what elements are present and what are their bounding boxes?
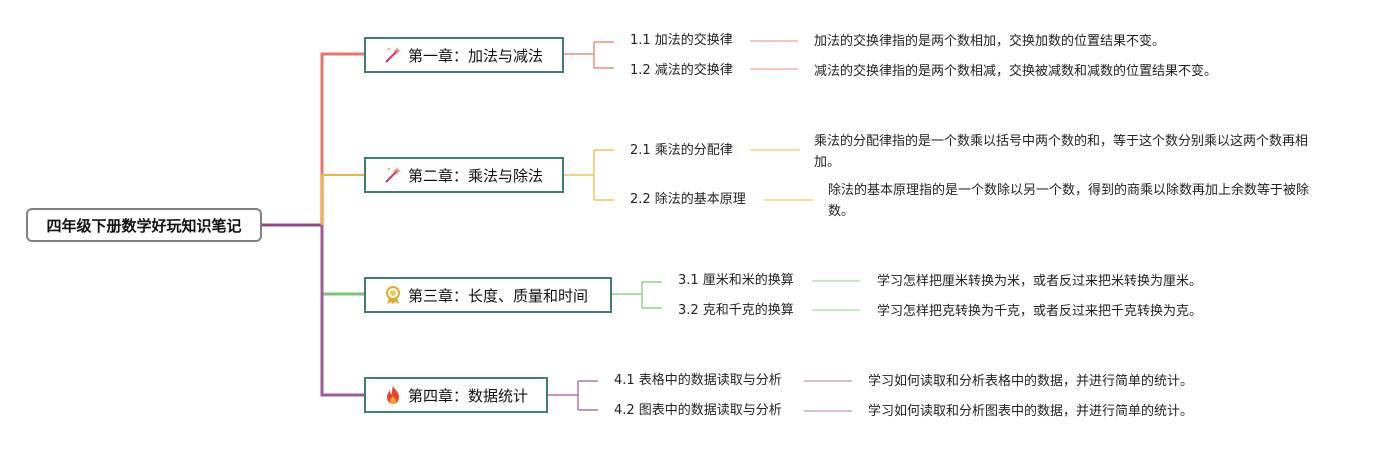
topic-1-2-desc: 减法的交换律指的是两个数相减，交换被减数和减数的位置结果不变。 [814,64,1218,79]
sub-connector-1 [564,41,614,69]
magic-wand-icon [382,164,404,186]
chapter-node-2[interactable]: 第二章：乘法与除法 [364,157,564,193]
topic-3-1[interactable]: 3.1 厘米和米的换算 [678,273,794,288]
fire-icon [382,384,404,406]
chapter-node-1[interactable]: 第一章：加法与减法 [364,37,564,73]
award-medal-icon [382,284,404,306]
branch-line-chapter-1 [320,52,364,225]
chapter-node-4[interactable]: 第四章：数据统计 [364,377,548,413]
chapter-node-3[interactable]: 第三章：长度、质量和时间 [364,277,612,313]
branch-line-chapter-3 [320,225,364,296]
sub-connector-4 [548,380,598,411]
topic-4-1-desc: 学习如何读取和分析表格中的数据，并进行简单的统计。 [868,374,1194,389]
topic-1-1-desc: 加法的交换律指的是两个数相加，交换加数的位置结果不变。 [814,34,1166,49]
chapter-title: 第三章：长度、质量和时间 [408,286,589,305]
branch-line-chapter-4 [320,225,364,397]
topic-4-1[interactable]: 4.1 表格中的数据读取与分析 [614,373,782,388]
topic-2-1[interactable]: 2.1 乘法的分配律 [630,143,733,158]
topic-3-2-desc: 学习怎样把克转换为千克，或者反过来把千克转换为克。 [877,304,1203,319]
sub-connector-3 [612,281,662,309]
topic-1-1[interactable]: 1.1 加法的交换律 [630,33,733,48]
branch-line-chapter-2 [321,174,364,225]
root-title: 四年级下册数学好玩知识笔记 [46,216,242,235]
chapter-title: 第二章：乘法与除法 [408,166,544,185]
topic-4-2-desc: 学习如何读取和分析图表中的数据，并进行简单的统计。 [868,404,1194,419]
topic-3-1-desc: 学习怎样把厘米转换为米，或者反过来把米转换为厘米。 [877,274,1203,289]
topic-3-2[interactable]: 3.2 克和千克的换算 [678,303,794,318]
topic-2-1-desc: 乘法的分配律指的是一个数乘以括号中两个数的和，等于这个数分别乘以这两个数再相加。 [814,134,1309,170]
topic-2-2[interactable]: 2.2 除法的基本原理 [630,192,746,207]
topic-4-2[interactable]: 4.2 图表中的数据读取与分析 [614,403,782,418]
chapter-title: 第四章：数据统计 [408,386,529,405]
sub-connector-2 [564,149,614,201]
root-node[interactable]: 四年级下册数学好玩知识笔记 [26,208,262,242]
topic-1-2[interactable]: 1.2 减法的交换律 [630,63,733,78]
chapter-title: 第一章：加法与减法 [408,46,544,65]
topic-2-2-desc: 除法的基本原理指的是一个数除以另一个数，得到的商乘以除数再加上余数等于被除数。 [828,183,1310,219]
magic-wand-icon [382,44,404,66]
